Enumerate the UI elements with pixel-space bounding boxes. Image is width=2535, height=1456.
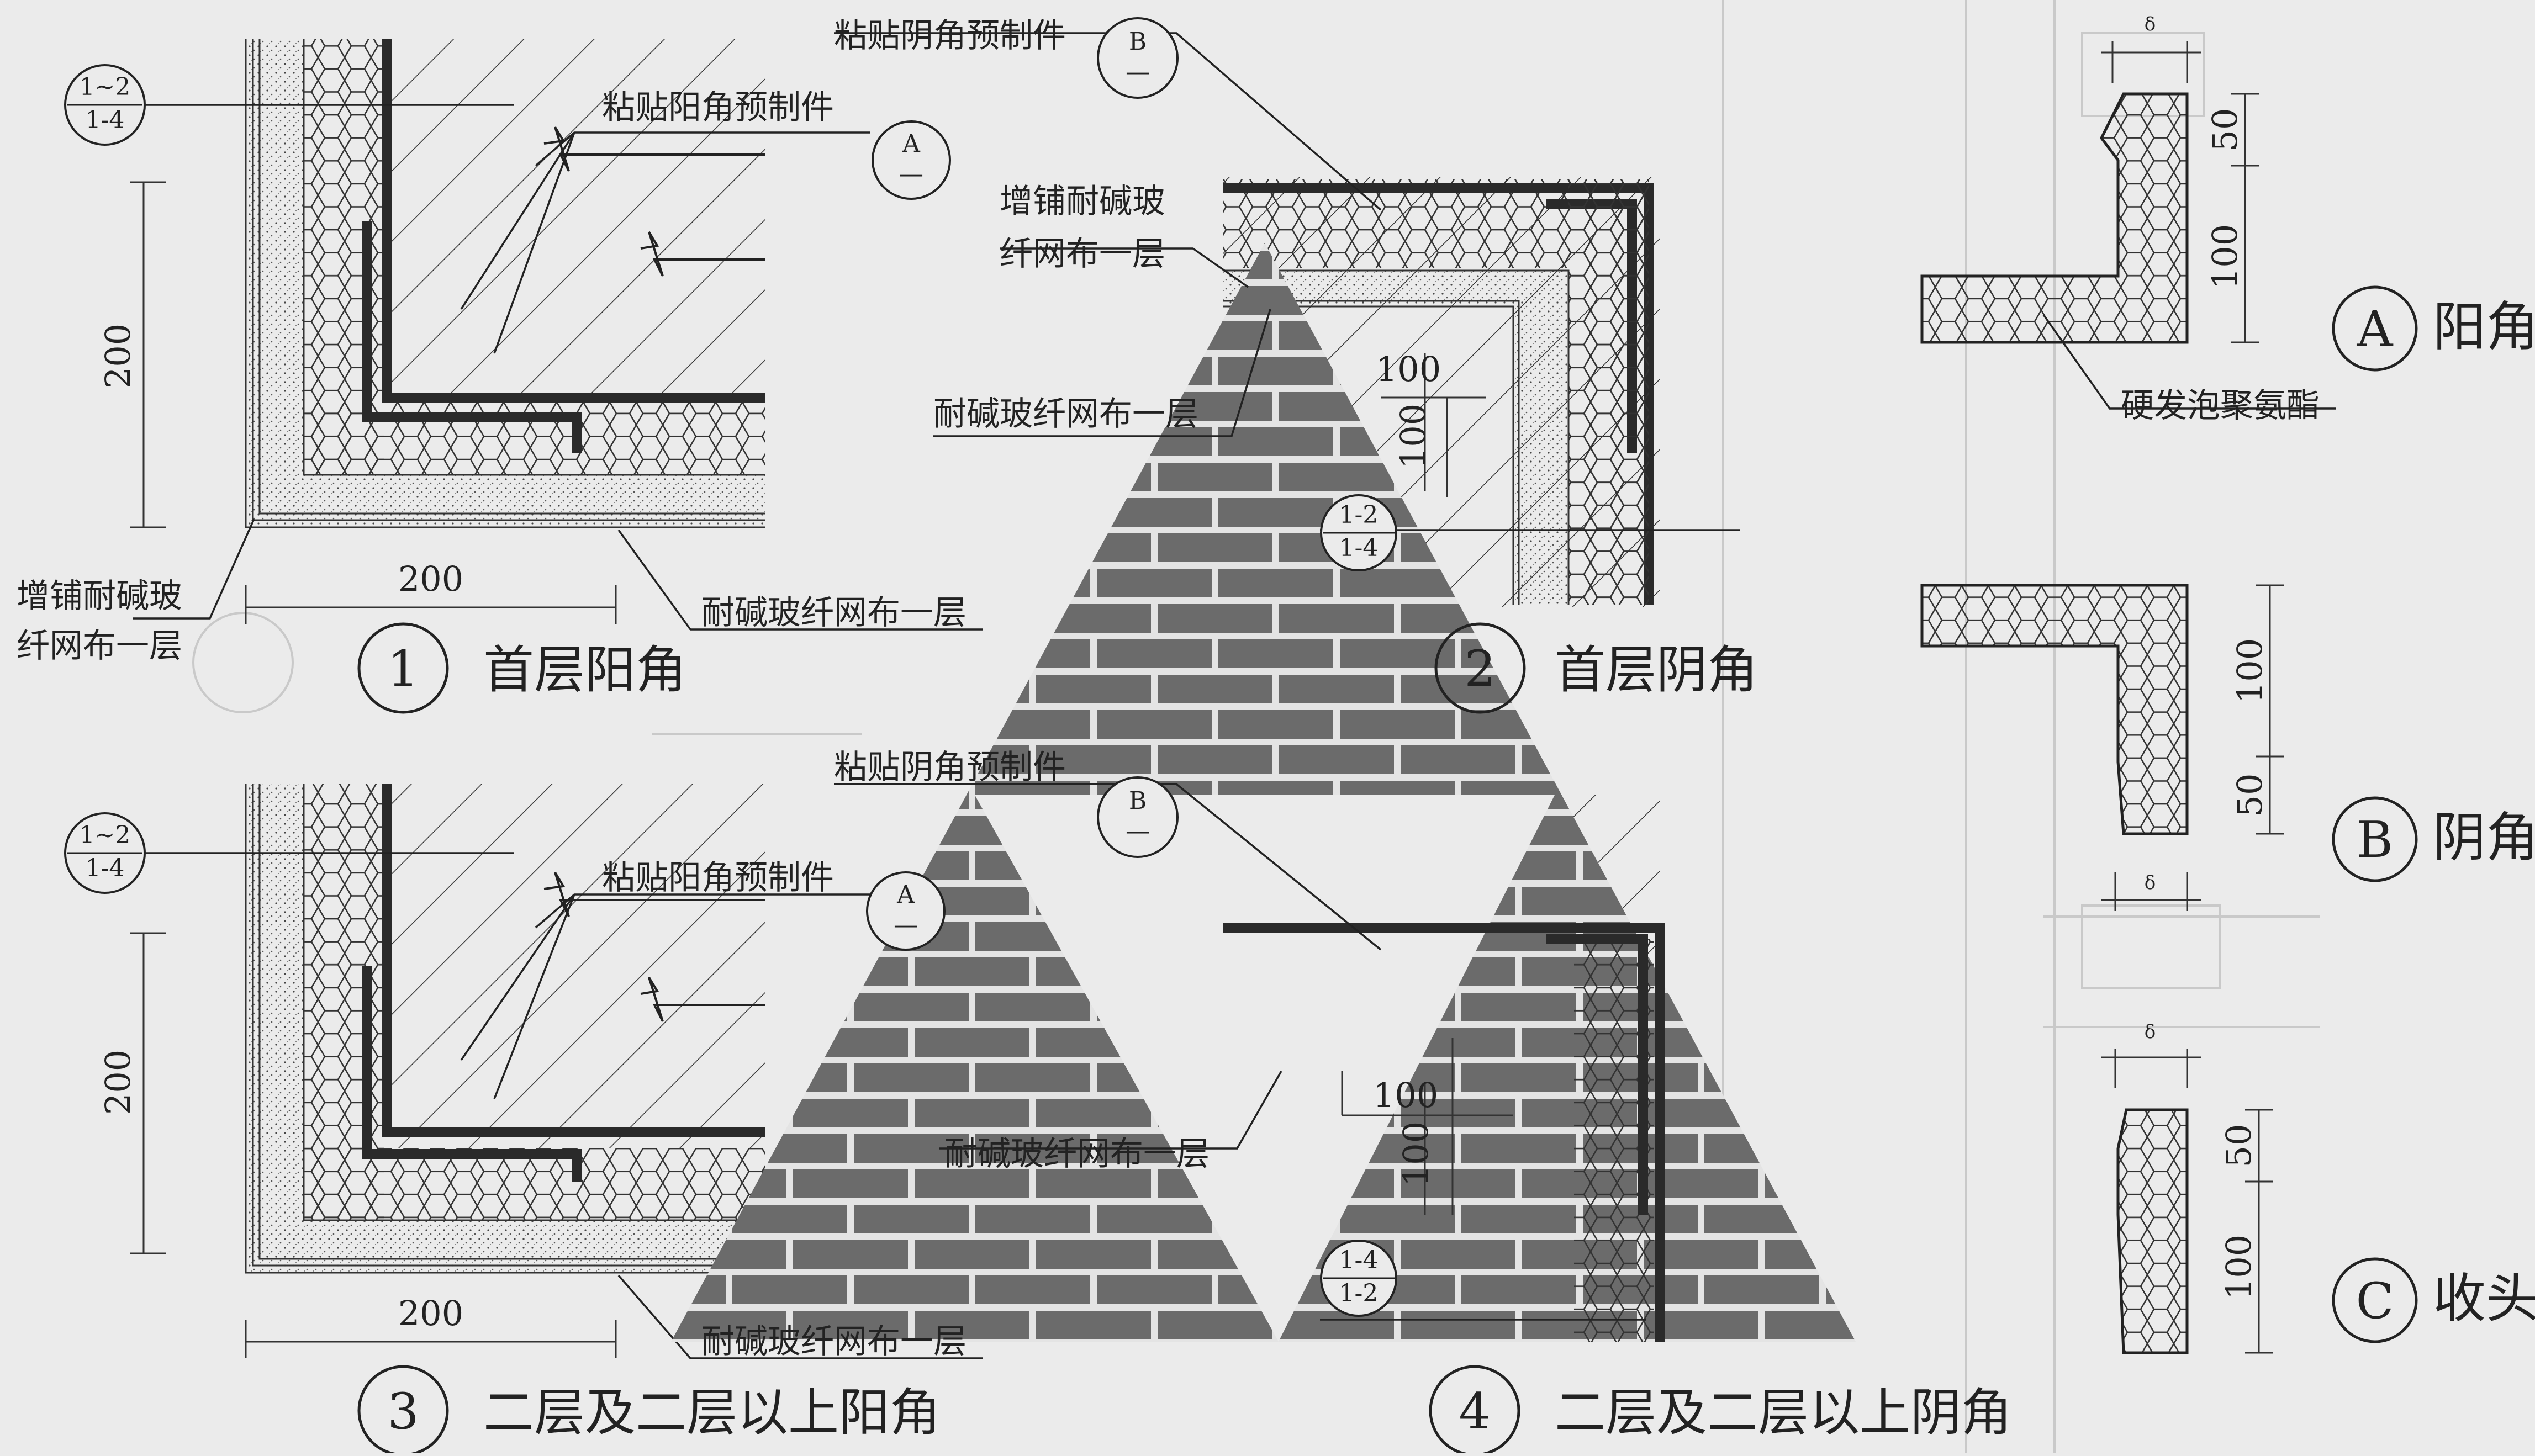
dim-delta-C: δ	[2145, 1021, 2156, 1043]
section-B-label: 阴角	[2433, 807, 2535, 869]
label-extra-mesh-2b: 纤网布一层	[1000, 235, 1165, 273]
brick-wall-triangles-lower	[671, 795, 1856, 1342]
ref-A-dash-1: —	[899, 160, 923, 188]
ref-1-4-bottom: 1-4	[86, 106, 125, 134]
internal-corner-overlay	[834, 32, 1740, 1342]
dim-100-vertical-2: 100	[1393, 404, 1433, 469]
label-extra-mesh-1b: 纤网布一层	[17, 627, 182, 665]
dim-delta-A: δ	[2145, 13, 2156, 35]
label-mesh-layer-3: 耐碱玻纤网布一层	[701, 1322, 967, 1361]
dim-100-B: 100	[2230, 638, 2270, 703]
detail-4-title: 二层及二层以上阴角	[1555, 1383, 2012, 1442]
ref-B-dash-2: —	[1126, 58, 1150, 86]
ref-A-dash-3: —	[894, 911, 918, 939]
detail-2-title: 首层阴角	[1555, 640, 1758, 700]
label-rigid-foam: 硬发泡聚氨酯	[2121, 386, 2320, 425]
section-C-end-piece	[2101, 1049, 2273, 1354]
ref-B-dash-4: —	[1126, 817, 1150, 845]
ref-1-2-detail4: 1-2	[1339, 1279, 1379, 1307]
label-extra-mesh-2a: 增铺耐碱玻	[1000, 182, 1165, 221]
dim-100-A: 100	[2205, 224, 2245, 289]
dim-50-C: 50	[2219, 1124, 2259, 1168]
detail-1-title: 首层阳角	[483, 640, 686, 700]
section-C-letter: C	[2356, 1272, 2394, 1330]
label-paste-external-corner-3: 粘贴阳角预制件	[602, 859, 834, 897]
ref-B-letter-4: B	[1129, 787, 1147, 815]
ref-1-4-detail4: 1-4	[1339, 1246, 1379, 1274]
label-mesh-layer-4: 耐碱玻纤网布一层	[944, 1135, 1210, 1173]
ref-1-4-bottom-3: 1-4	[86, 854, 125, 882]
section-B-internal-corner-piece	[1920, 584, 2284, 911]
detail-4-number: 4	[1459, 1383, 1490, 1441]
label-paste-external-corner-1: 粘贴阳角预制件	[602, 88, 834, 127]
detail-3-number: 3	[387, 1383, 419, 1441]
ref-1-2-top: 1~2	[80, 73, 131, 101]
label-mesh-layer-1: 耐碱玻纤网布一层	[701, 594, 967, 632]
dim-50-A: 50	[2205, 108, 2245, 152]
label-mesh-layer-2: 耐碱玻纤网布一层	[933, 395, 1198, 433]
dim-200-horizontal-1: 200	[398, 559, 463, 599]
section-C-label: 收头	[2433, 1268, 2535, 1330]
detail-1-number: 1	[387, 640, 419, 698]
ref-A-letter-3: A	[896, 881, 915, 909]
dim-100-horizontal-2: 100	[1376, 349, 1441, 389]
section-B-letter: B	[2357, 811, 2393, 869]
ref-1-2-detail2: 1-2	[1339, 501, 1379, 529]
label-paste-internal-corner-2: 粘贴阴角预制件	[834, 17, 1066, 55]
section-A-label: 阳角	[2433, 296, 2535, 358]
ref-1-4-detail2: 1-4	[1339, 534, 1379, 562]
label-paste-internal-corner-4: 粘贴阴角预制件	[834, 748, 1066, 787]
section-A-external-corner-piece	[1920, 41, 2336, 410]
detail-3-upper-floor-external-corner	[130, 784, 983, 1359]
dim-100-C: 100	[2219, 1235, 2259, 1300]
dim-200-vertical-3: 200	[98, 1050, 138, 1115]
detail-3-title: 二层及二层以上阳角	[483, 1383, 941, 1442]
dim-50-B: 50	[2230, 774, 2270, 817]
ref-1-2-top-3: 1~2	[80, 821, 131, 849]
label-extra-mesh-1a: 增铺耐碱玻	[17, 577, 182, 616]
dim-200-vertical-1: 200	[98, 324, 138, 389]
dim-100-vertical-4: 100	[1396, 1121, 1436, 1187]
ref-circle-dividers	[67, 104, 1395, 1279]
detail-1-ground-floor-external-corner	[130, 39, 983, 631]
background-ghost-lines	[192, 0, 2320, 1453]
ref-A-letter-1: A	[902, 130, 921, 158]
ref-B-letter-2: B	[1129, 28, 1147, 56]
dim-100-horizontal-4: 100	[1373, 1075, 1438, 1115]
dim-delta-B: δ	[2145, 872, 2156, 894]
dim-200-horizontal-3: 200	[398, 1293, 463, 1333]
section-A-letter: A	[2357, 300, 2394, 358]
detail-2-number: 2	[1464, 640, 1496, 698]
